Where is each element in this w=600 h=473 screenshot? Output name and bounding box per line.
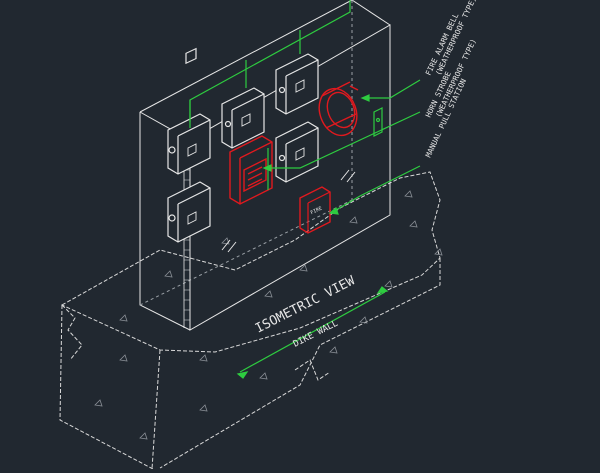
horn-strobe [229, 135, 273, 205]
green-indicator [373, 107, 383, 137]
pull-station-text: FIRE [310, 206, 323, 217]
view-title: ISOMETRIC VIEW [253, 273, 358, 336]
manual-pull-station: FIRE [299, 186, 331, 234]
wall-label: DIKE WALL [292, 319, 340, 350]
callout-labels: FIRE ALARM BELL (WEATHERPROOF TYPE) HORN… [424, 0, 478, 159]
box-windows [187, 79, 305, 225]
junction-box-2 [167, 181, 211, 243]
concrete-hatch [94, 190, 443, 440]
green-wiring [189, 0, 351, 190]
mounting-panel [139, 0, 391, 331]
junction-box-1 [167, 47, 211, 175]
leader-lines [236, 79, 421, 379]
fire-alarm-bell [318, 81, 359, 137]
dike-wall [59, 171, 441, 470]
